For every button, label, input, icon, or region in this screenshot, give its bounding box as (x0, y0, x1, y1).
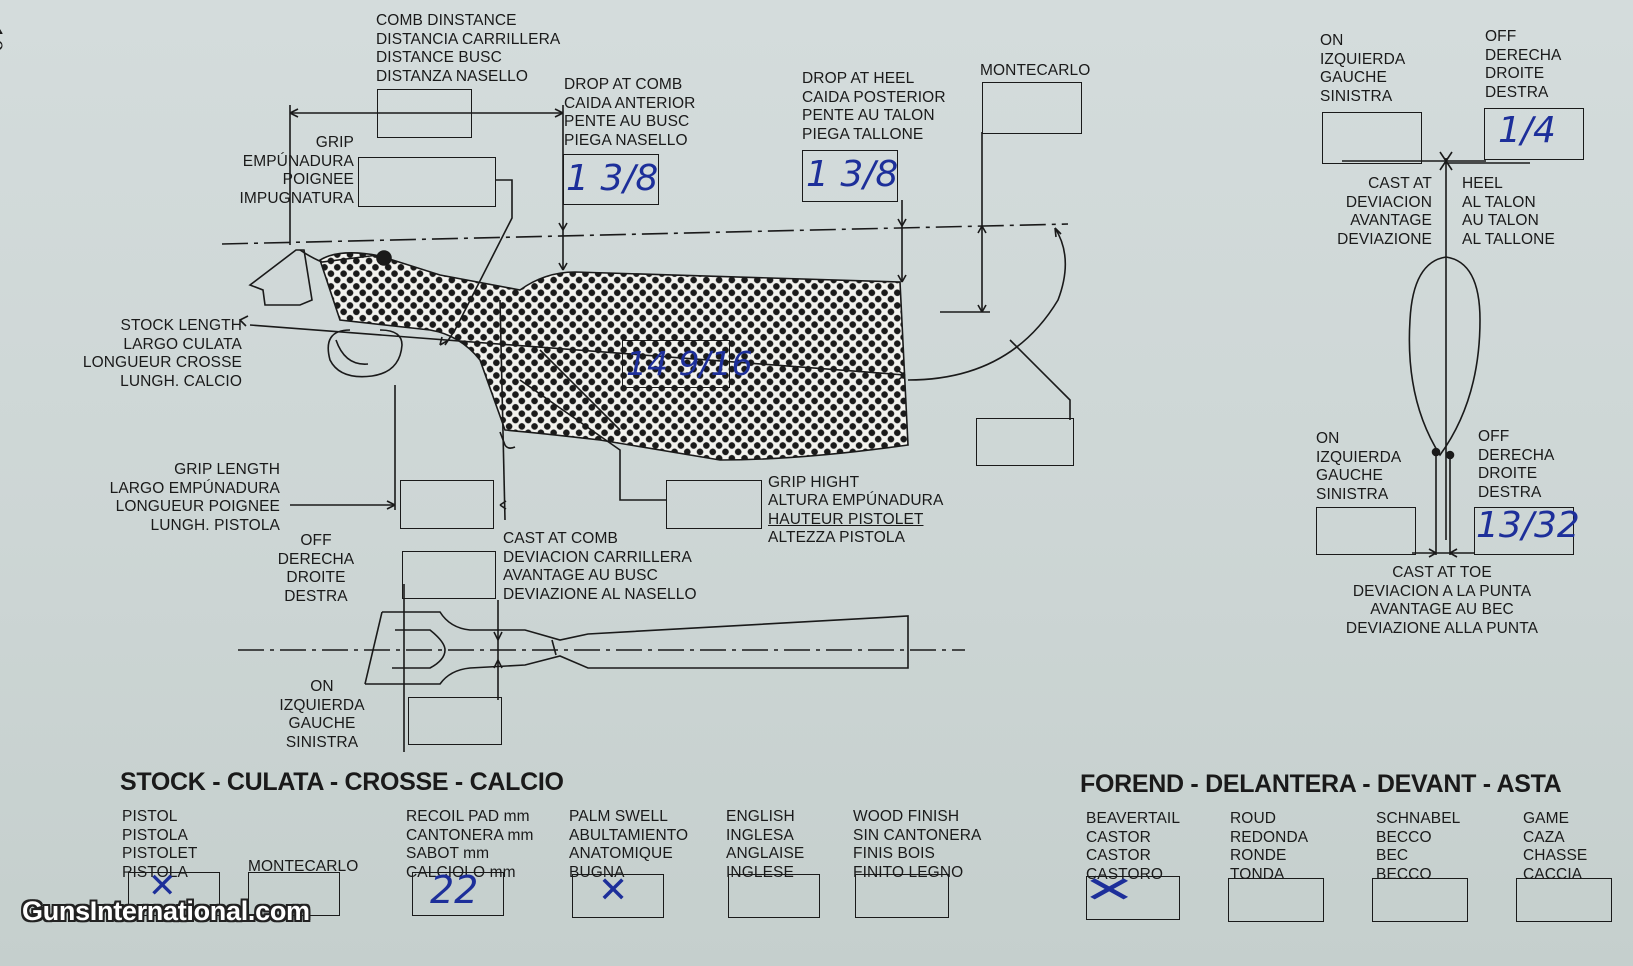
drop-at-comb-box[interactable] (563, 154, 659, 205)
game-option-label: GAME CAZA CHASSE CACCIA (1523, 810, 1588, 883)
grip-hight-label-it: ALTEZZA PISTOLA (768, 529, 906, 546)
recoil-pad-value: 22 (430, 868, 479, 912)
page-number: 10 (0, 26, 8, 52)
forend-heading: FOREND - DELANTERA - DEVANT - ASTA (1080, 770, 1562, 798)
stock-length-box[interactable] (622, 340, 730, 388)
grip-hight-box[interactable] (666, 480, 762, 529)
schnabel-option-box[interactable] (1372, 878, 1468, 922)
palm-swell-option-box[interactable] (572, 874, 664, 918)
grip-hight-label-fr: HAUTEUR PISTOLET (768, 511, 924, 528)
comb-distance-box[interactable] (377, 89, 472, 138)
stock-heading: STOCK - CULATA - CROSSE - CALCIO (120, 768, 564, 796)
grip-length-box[interactable] (400, 480, 494, 529)
center-axis-line (221, 223, 1069, 245)
grip-box[interactable] (358, 157, 496, 207)
on-heel-label: ON IZQUIERDA GAUCHE SINISTRA (1320, 32, 1406, 105)
grip-length-label: GRIP LENGTH LARGO EMPÚNADURA LONGUEUR PO… (109, 461, 280, 534)
cast-heel-value: 1/4 (1498, 110, 1556, 151)
on-cast-comb-label: ON IZQUIERDA GAUCHE SINISTRA (279, 678, 365, 751)
wood-finish-option-label: WOOD FINISH SIN CANTONERA FINIS BOIS FIN… (853, 808, 982, 881)
drop-at-heel-box[interactable] (802, 150, 898, 202)
drop-at-heel-label: DROP AT HEEL CAIDA POSTERIOR PENTE AU TA… (802, 70, 946, 143)
montecarlo-pad-box[interactable] (976, 418, 1074, 466)
cast-at-toe-label: CAST AT TOE DEVIACION A LA PUNTA AVANTAG… (1345, 564, 1539, 637)
montecarlo-option-label: MONTECARLO (248, 858, 359, 875)
grip-label: GRIP EMPÚNADURA POIGNEE IMPUGNATURA (239, 134, 354, 207)
montecarlo-top-label: MONTECARLO (980, 62, 1091, 79)
beavertail-mark: ✕ (1082, 870, 1137, 911)
english-option-box[interactable] (728, 874, 820, 918)
trigger-guard-shape (327, 329, 403, 378)
montecarlo-option-box[interactable] (248, 872, 340, 916)
stock-length-label: STOCK LENGTH LARGO CULATA LONGUEUR CROSS… (82, 317, 242, 390)
recoil-pad-option-box[interactable] (412, 872, 504, 916)
cast-at-label: CAST AT DEVIACION AVANTAGE DEVIAZIONE (1337, 175, 1432, 248)
palm-swell-option-label: PALM SWELL ABULTAMIENTO ANATOMIQUE BUGNA (569, 808, 689, 881)
palm-swell-mark: ✕ (598, 870, 629, 911)
drop-at-heel-value: 1 3/8 (806, 154, 899, 195)
schnabel-option-label: SCHNABEL BECCO BEC BECCO (1376, 810, 1461, 883)
receiver-shape (248, 249, 313, 306)
montecarlo-top-box[interactable] (982, 82, 1082, 134)
on-toe-box[interactable] (1316, 507, 1416, 555)
round-option-label: ROUD REDONDA RONDE TONDA (1230, 810, 1309, 883)
drop-at-comb-label: DROP AT COMB CAIDA ANTERIOR PENTE AU BUS… (564, 76, 696, 149)
off-heel-label: OFF DERECHA DROITE DESTRA (1485, 28, 1562, 101)
pistol-mark: ✕ (148, 866, 177, 906)
off-cast-comb-box[interactable] (402, 551, 496, 599)
grip-hight-label-es: ALTURA EMPÚNADURA (768, 492, 944, 509)
top-lever-icon (376, 250, 392, 266)
game-option-box[interactable] (1516, 878, 1612, 922)
off-cast-comb-label: OFF DERECHA DROITE DESTRA (277, 532, 355, 605)
beavertail-option-box[interactable] (1086, 876, 1180, 920)
stock-profile-shape (319, 252, 909, 461)
english-option-label: ENGLISH INGLESA ANGLAISE INGLESE (726, 808, 805, 881)
on-heel-box[interactable] (1322, 112, 1422, 164)
plan-view-outline (365, 611, 909, 685)
drop-at-comb-value: 1 3/8 (566, 158, 659, 199)
cast-at-comb-label: CAST AT COMB DEVIACION CARRILLERA AVANTA… (503, 530, 697, 603)
off-toe-label: OFF DERECHA DROITE DESTRA (1478, 428, 1555, 501)
butt-plan-shape (1408, 256, 1481, 457)
heel-label: HEEL AL TALON AU TALON AL TALLONE (1462, 175, 1555, 248)
pistol-option-box[interactable] (128, 872, 220, 916)
round-option-box[interactable] (1228, 878, 1324, 922)
comb-distance-label: COMB DINSTANCE DISTANCIA CARRILLERA DIST… (376, 12, 561, 85)
stock-length-value: 14 9/16 (626, 344, 753, 383)
off-heel-box[interactable] (1484, 108, 1584, 160)
watermark-logo: GunsInternational.com (22, 896, 310, 926)
cast-toe-value: 13/32 (1476, 505, 1580, 546)
on-cast-comb-box[interactable] (408, 697, 502, 745)
grip-hight-label-en: GRIP HIGHT (768, 474, 860, 491)
off-toe-box[interactable] (1474, 507, 1574, 555)
wood-finish-option-box[interactable] (855, 874, 949, 918)
beavertail-option-label: BEAVERTAIL CASTOR CASTOR CASTORO (1086, 810, 1181, 883)
on-toe-label: ON IZQUIERDA GAUCHE SINISTRA (1316, 430, 1402, 503)
